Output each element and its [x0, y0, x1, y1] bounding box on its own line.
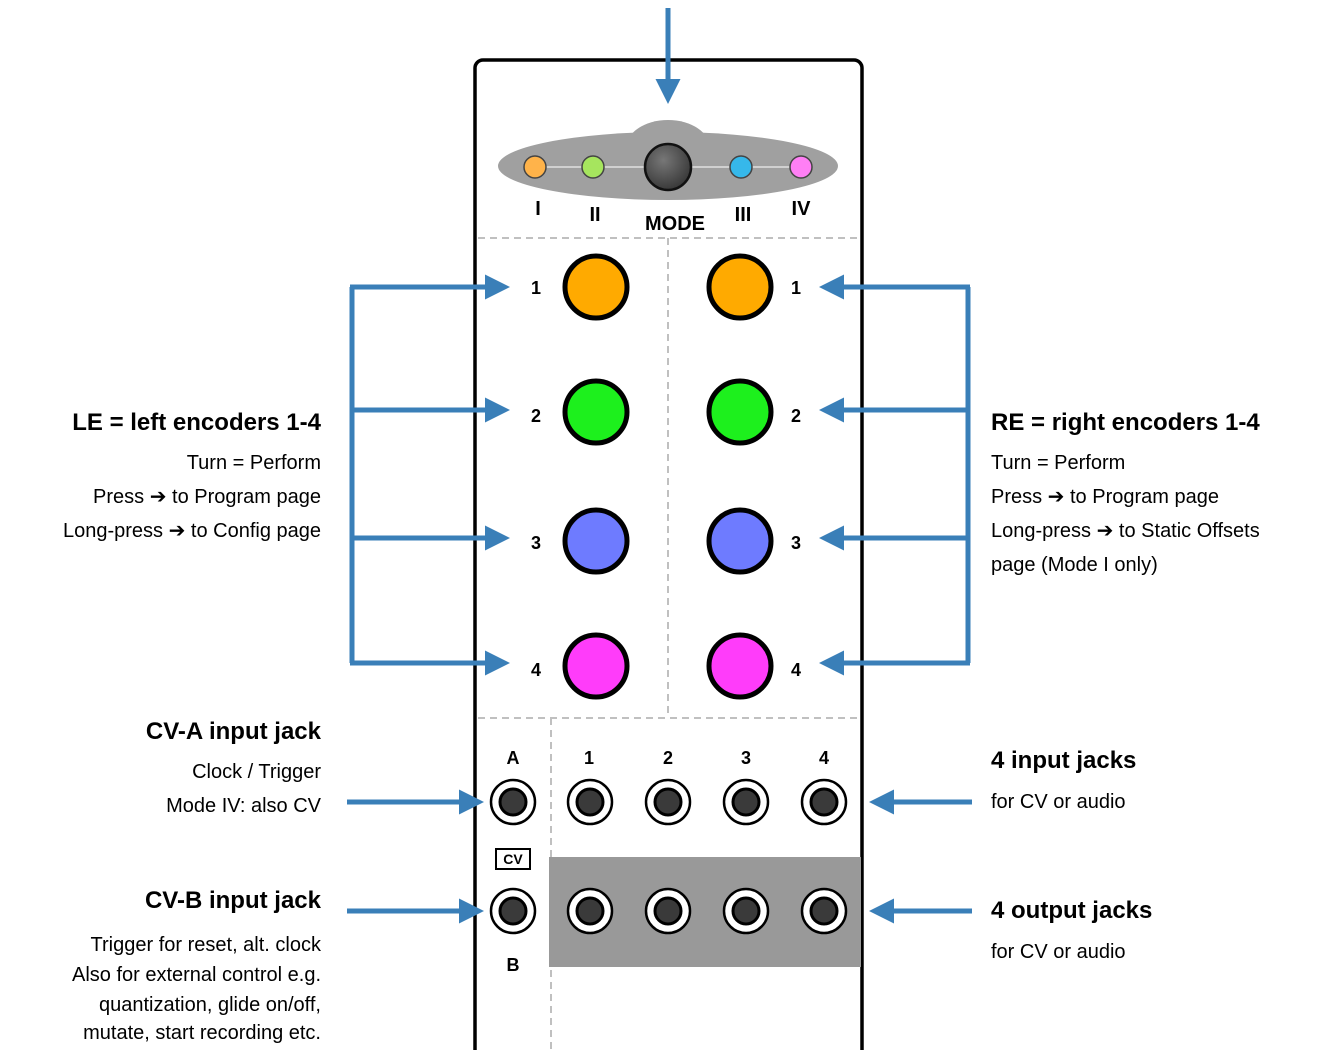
right-encoder-number-1: 1	[790, 278, 801, 298]
right-encoder-2[interactable]	[706, 378, 774, 446]
output-jack-4[interactable]	[800, 887, 848, 935]
left-encoder-number-2: 2	[530, 406, 541, 426]
left-encoder-number-4: 4	[530, 660, 541, 680]
right-encoder-1[interactable]	[706, 253, 774, 321]
left-encoder-3[interactable]	[562, 507, 630, 575]
right-encoder-4[interactable]	[706, 632, 774, 700]
output-jack-1[interactable]	[566, 887, 614, 935]
right-encoders-title: RE = right encoders 1-4	[991, 409, 1260, 436]
cv-a-jack[interactable]	[489, 778, 537, 826]
input-jack-number-3: 3	[740, 748, 751, 768]
mode-button-label: MODE	[645, 213, 705, 235]
left-encoders-title: LE = left encoders 1-4	[72, 409, 321, 436]
input-jack-number-4: 4	[818, 748, 829, 768]
output-jacks-desc: for CV or audio	[991, 941, 1126, 963]
input-jack-number-1: 1	[583, 748, 594, 768]
right-encoders-line-3: Long-press ➔ to Static Offsets	[991, 520, 1260, 542]
right-encoder-number-3: 3	[790, 533, 801, 553]
mode-led-iii	[729, 155, 753, 179]
cv-b-line-1: Trigger for reset, alt. clock	[90, 934, 321, 956]
mode-button[interactable]	[643, 142, 693, 192]
input-jack-3[interactable]	[722, 778, 770, 826]
input-jack-1[interactable]	[566, 778, 614, 826]
left-encoder-1[interactable]	[562, 253, 630, 321]
cv-b-line-2: Also for external control e.g.	[71, 964, 321, 986]
cv-a-line-2: Mode IV: also CV	[166, 795, 321, 817]
left-encoders-line-1: Turn = Perform	[186, 452, 321, 474]
left-encoders-line-3: Long-press ➔ to Config page	[62, 520, 321, 542]
left-encoder-4[interactable]	[562, 632, 630, 700]
output-jack-2[interactable]	[644, 887, 692, 935]
right-encoder-number-4: 4	[790, 660, 801, 680]
input-jacks-desc: for CV or audio	[991, 791, 1126, 813]
cv-a-jack-label: A	[506, 748, 520, 768]
cv-badge: CV	[495, 848, 531, 870]
mode-led-iv	[789, 155, 813, 179]
mode-label-ii: II	[589, 204, 601, 226]
mode-led-i	[523, 155, 547, 179]
input-jacks-title: 4 input jacks	[991, 747, 1137, 774]
cv-b-jack-label: B	[506, 955, 520, 975]
cv-b-line-4: mutate, start recording etc.	[83, 1022, 321, 1044]
left-encoder-number-3: 3	[530, 533, 541, 553]
cv-b-line-3: quantization, glide on/off,	[98, 994, 321, 1016]
mode-label-i: I	[535, 198, 541, 220]
input-jack-4[interactable]	[800, 778, 848, 826]
right-encoders-line-2: Press ➔ to Program page	[991, 486, 1219, 508]
right-encoders-line-1: Turn = Perform	[991, 452, 1126, 474]
output-jack-3[interactable]	[722, 887, 770, 935]
cv-b-title: CV-B input jack	[144, 887, 321, 914]
mode-label-iv: IV	[791, 198, 811, 220]
right-encoder-number-2: 2	[790, 406, 801, 426]
left-encoders-line-2: Press ➔ to Program page	[93, 486, 321, 508]
input-jack-number-2: 2	[662, 748, 673, 768]
cv-a-title: CV-A input jack	[145, 718, 321, 745]
right-encoder-3[interactable]	[706, 507, 774, 575]
left-encoder-2[interactable]	[562, 378, 630, 446]
mode-label-iii: III	[734, 204, 752, 226]
right-encoders-line-4: page (Mode I only)	[991, 554, 1158, 576]
input-jack-2[interactable]	[644, 778, 692, 826]
left-encoder-number-1: 1	[530, 278, 541, 298]
cv-a-line-1: Clock / Trigger	[192, 761, 321, 783]
cv-b-jack[interactable]	[489, 887, 537, 935]
mode-led-ii	[581, 155, 605, 179]
output-jacks-title: 4 output jacks	[991, 897, 1153, 924]
panel-dividers	[478, 237, 860, 1050]
